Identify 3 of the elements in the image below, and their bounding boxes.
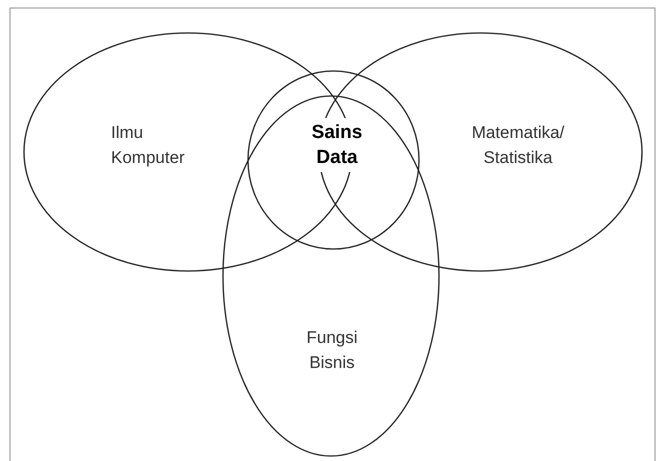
set-label: Fungsi Bisnis — [305, 327, 359, 374]
set-label: Matematika/ Statistika — [470, 122, 566, 169]
set-label: Ilmu Komputer — [111, 122, 186, 169]
